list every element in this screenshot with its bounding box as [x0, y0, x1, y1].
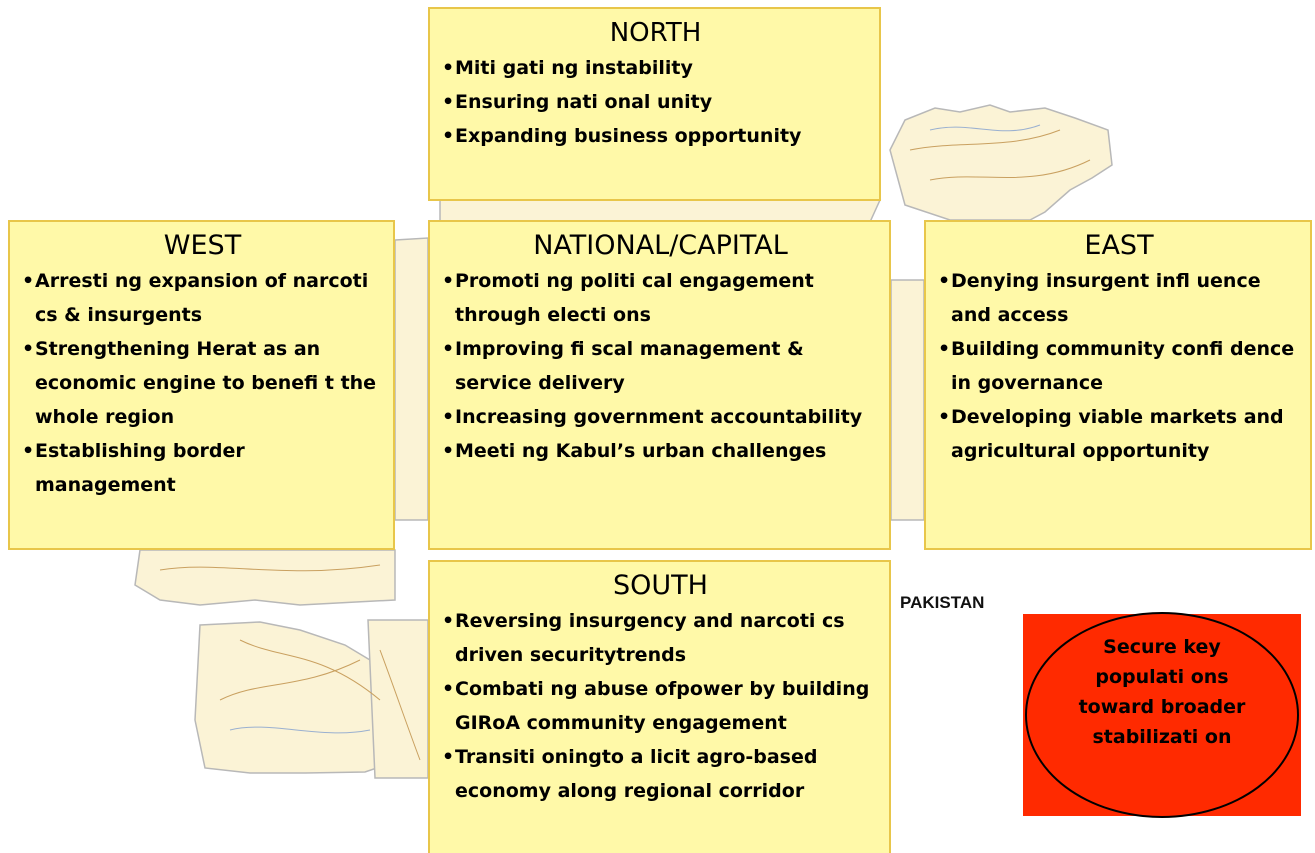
- region-list-west: Arresti ng expansion of narcoti cs & ins…: [22, 264, 383, 502]
- region-box-east: EAST Denying insurgent infl uence and ac…: [924, 220, 1312, 550]
- map-label-pakistan: PAKISTAN: [900, 593, 985, 612]
- region-title-north: NORTH: [609, 18, 702, 48]
- region-item: Arresti ng expansion of narcoti cs & ins…: [22, 264, 383, 332]
- region-list-national-capital: Promoti ng politi cal engagement through…: [442, 264, 879, 468]
- region-item: Strengthening Herat as an economic engin…: [22, 332, 383, 434]
- region-item: Increasing government accountability: [442, 400, 879, 434]
- region-item: Developing viable markets and agricultur…: [938, 400, 1300, 468]
- region-item: Miti gati ng instability: [442, 51, 869, 85]
- region-item: Meeti ng Kabul’s urban challenges: [442, 434, 879, 468]
- region-box-north: NORTH Miti gati ng instability Ensuring …: [428, 7, 881, 201]
- goal-callout-text: Secure key populati ons toward broader s…: [1078, 636, 1246, 748]
- region-list-east: Denying insurgent infl uence and access …: [938, 264, 1300, 468]
- region-title-east: EAST: [1084, 230, 1154, 261]
- region-item: Combati ng abuse ofpower by building GIR…: [442, 672, 879, 740]
- region-item: Improving fi scal management & service d…: [442, 332, 879, 400]
- region-item: Establishing border management: [22, 434, 383, 502]
- region-title-national-capital: NATIONAL/CAPITAL: [533, 230, 788, 261]
- region-item: Expanding business opportunity: [442, 119, 869, 153]
- region-item: Reversing insurgency and narcoti cs driv…: [442, 604, 879, 672]
- region-box-south: SOUTH Reversing insurgency and narcoti c…: [428, 560, 891, 853]
- region-item: Denying insurgent infl uence and access: [938, 264, 1300, 332]
- region-item: Ensuring nati onal unity: [442, 85, 869, 119]
- region-item: Building community confi dence in govern…: [938, 332, 1300, 400]
- region-title-west: WEST: [163, 230, 242, 261]
- region-item: Promoti ng politi cal engagement through…: [442, 264, 879, 332]
- region-box-national-capital: NATIONAL/CAPITAL Promoti ng politi cal e…: [428, 220, 891, 550]
- region-list-south: Reversing insurgency and narcoti cs driv…: [442, 604, 879, 808]
- region-list-north: Miti gati ng instability Ensuring nati o…: [442, 51, 869, 153]
- goal-ellipse: [1025, 612, 1299, 818]
- region-box-west: WEST Arresti ng expansion of narcoti cs …: [8, 220, 395, 550]
- region-item: Transiti oningto a licit agro-based econ…: [442, 740, 879, 808]
- region-title-south: SOUTH: [613, 570, 708, 601]
